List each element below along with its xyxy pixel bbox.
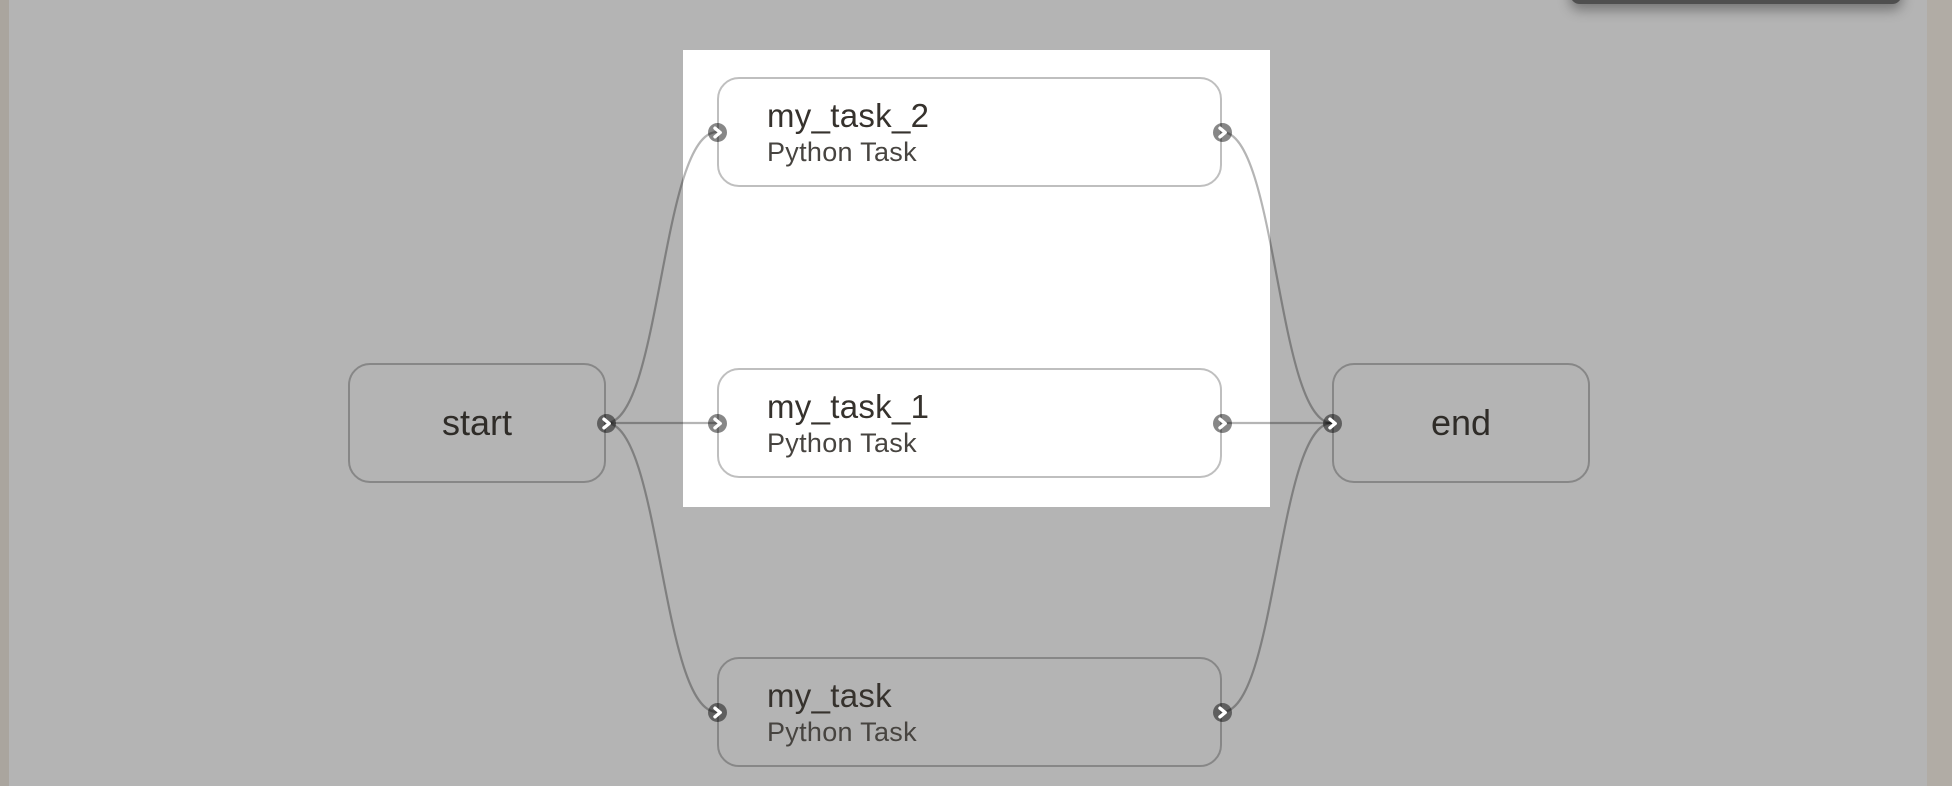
node-my-task-title: my_task <box>767 676 892 714</box>
port-my-task-1-input[interactable] <box>707 413 727 433</box>
port-my-task-2-input[interactable] <box>707 122 727 142</box>
port-my-task-2-output[interactable] <box>1212 122 1232 142</box>
node-my-task-1-subtitle: Python Task <box>767 427 917 458</box>
cutoff-toolbar-panel[interactable] <box>1570 0 1902 4</box>
chevron-right-icon <box>1327 416 1337 430</box>
node-start-label: start <box>441 402 512 443</box>
right-gutter <box>1927 0 1952 786</box>
left-gutter <box>0 0 9 786</box>
edge-my_task_2-end <box>1221 130 1333 425</box>
port-my-task-input[interactable] <box>707 702 727 722</box>
chevron-right-icon <box>1217 416 1227 430</box>
node-my-task-2-subtitle: Python Task <box>767 136 917 167</box>
edge-start-my_task_2 <box>605 130 718 425</box>
node-end-label: end <box>1430 402 1492 443</box>
node-my-task-1-title: my_task_1 <box>767 387 930 425</box>
node-my-task-2[interactable]: my_task_2 Python Task <box>717 77 1222 187</box>
chevron-right-icon <box>1217 125 1227 139</box>
node-my-task-subtitle: Python Task <box>767 716 917 747</box>
node-start[interactable]: start <box>348 363 606 483</box>
node-my-task[interactable]: my_task Python Task <box>717 657 1222 767</box>
task-group-highlight-panel <box>683 50 1270 507</box>
port-start-output[interactable] <box>596 413 616 433</box>
chevron-right-icon <box>601 416 611 430</box>
chevron-right-icon <box>712 416 722 430</box>
node-end[interactable]: end <box>1332 363 1590 483</box>
port-end-input[interactable] <box>1322 413 1342 433</box>
port-my-task-output[interactable] <box>1212 702 1232 722</box>
node-my-task-2-title: my_task_2 <box>767 96 930 134</box>
chevron-right-icon <box>1217 705 1227 719</box>
port-my-task-1-output[interactable] <box>1212 413 1232 433</box>
chevron-right-icon <box>712 705 722 719</box>
node-my-task-1[interactable]: my_task_1 Python Task <box>717 368 1222 478</box>
edge-my_task-end <box>1221 421 1333 714</box>
edge-start-my_task <box>605 421 718 714</box>
chevron-right-icon <box>712 125 722 139</box>
